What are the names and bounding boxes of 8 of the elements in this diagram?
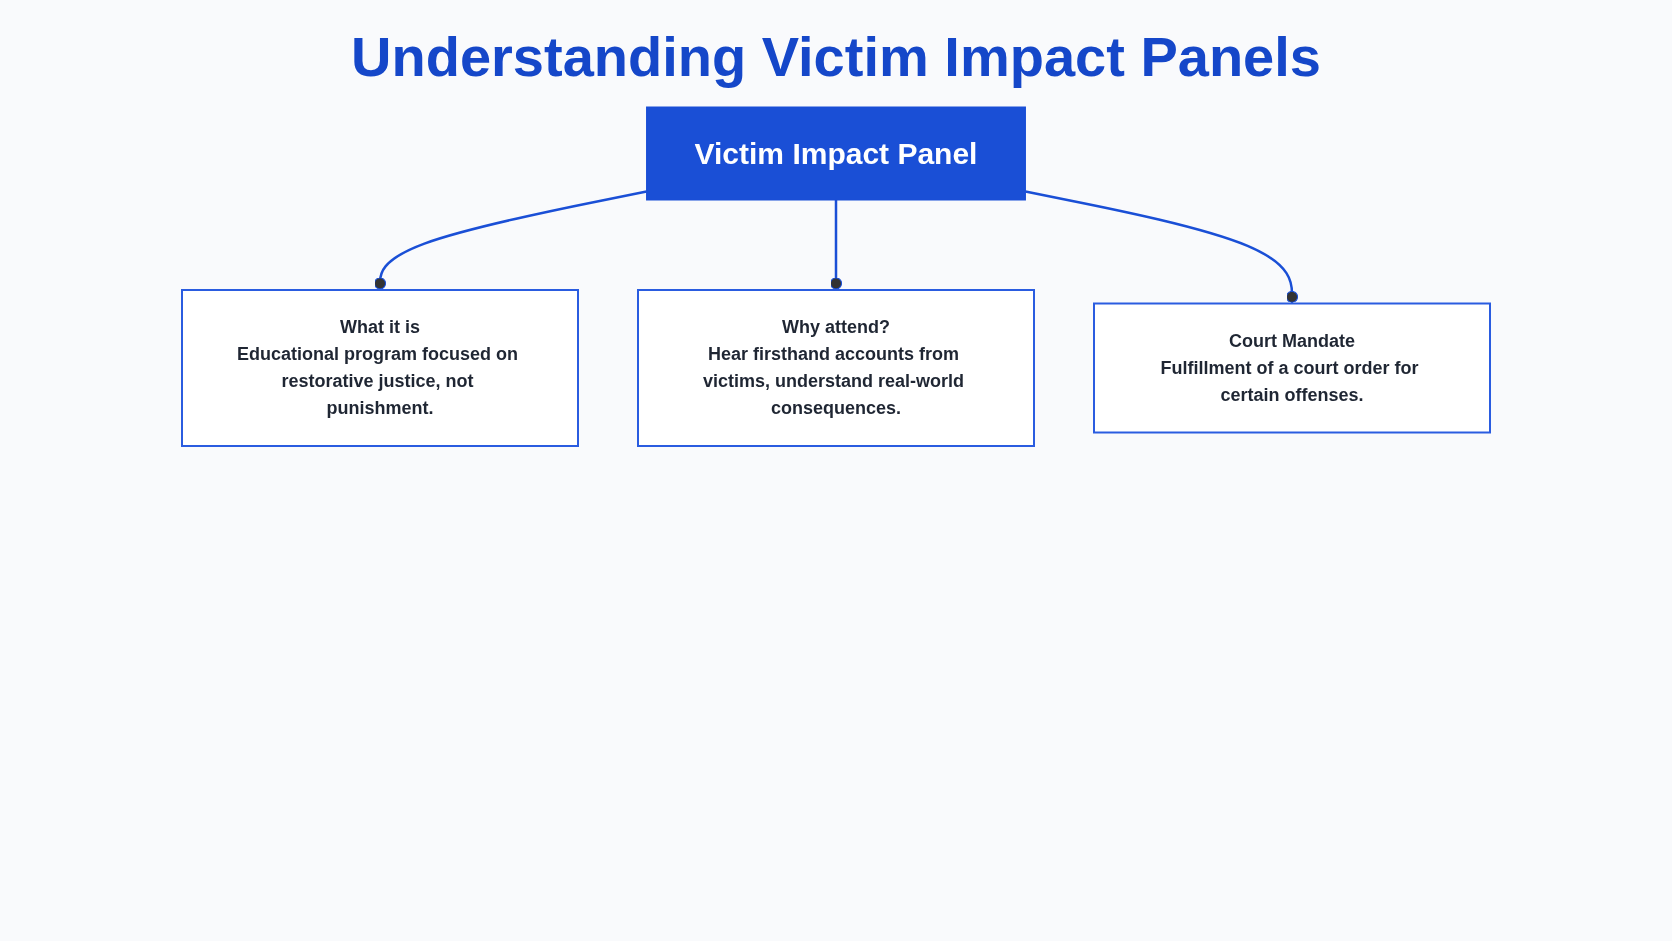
node-box: Court Mandate Fulfillment of a court order for certain offenses. [1093, 302, 1491, 434]
connector [373, 190, 647, 290]
title: Understanding Victim Impact Panels [351, 24, 1321, 89]
node-box: Victim Impact Panel [646, 106, 1026, 201]
node-box: Why attend? Hear firsthand accounts from victims, understand real-world consequences. [637, 289, 1035, 447]
connector [1025, 190, 1299, 304]
connector [829, 200, 843, 290]
node-box: What it is Educational program focused on restorative justice, not punishment. [181, 289, 579, 447]
